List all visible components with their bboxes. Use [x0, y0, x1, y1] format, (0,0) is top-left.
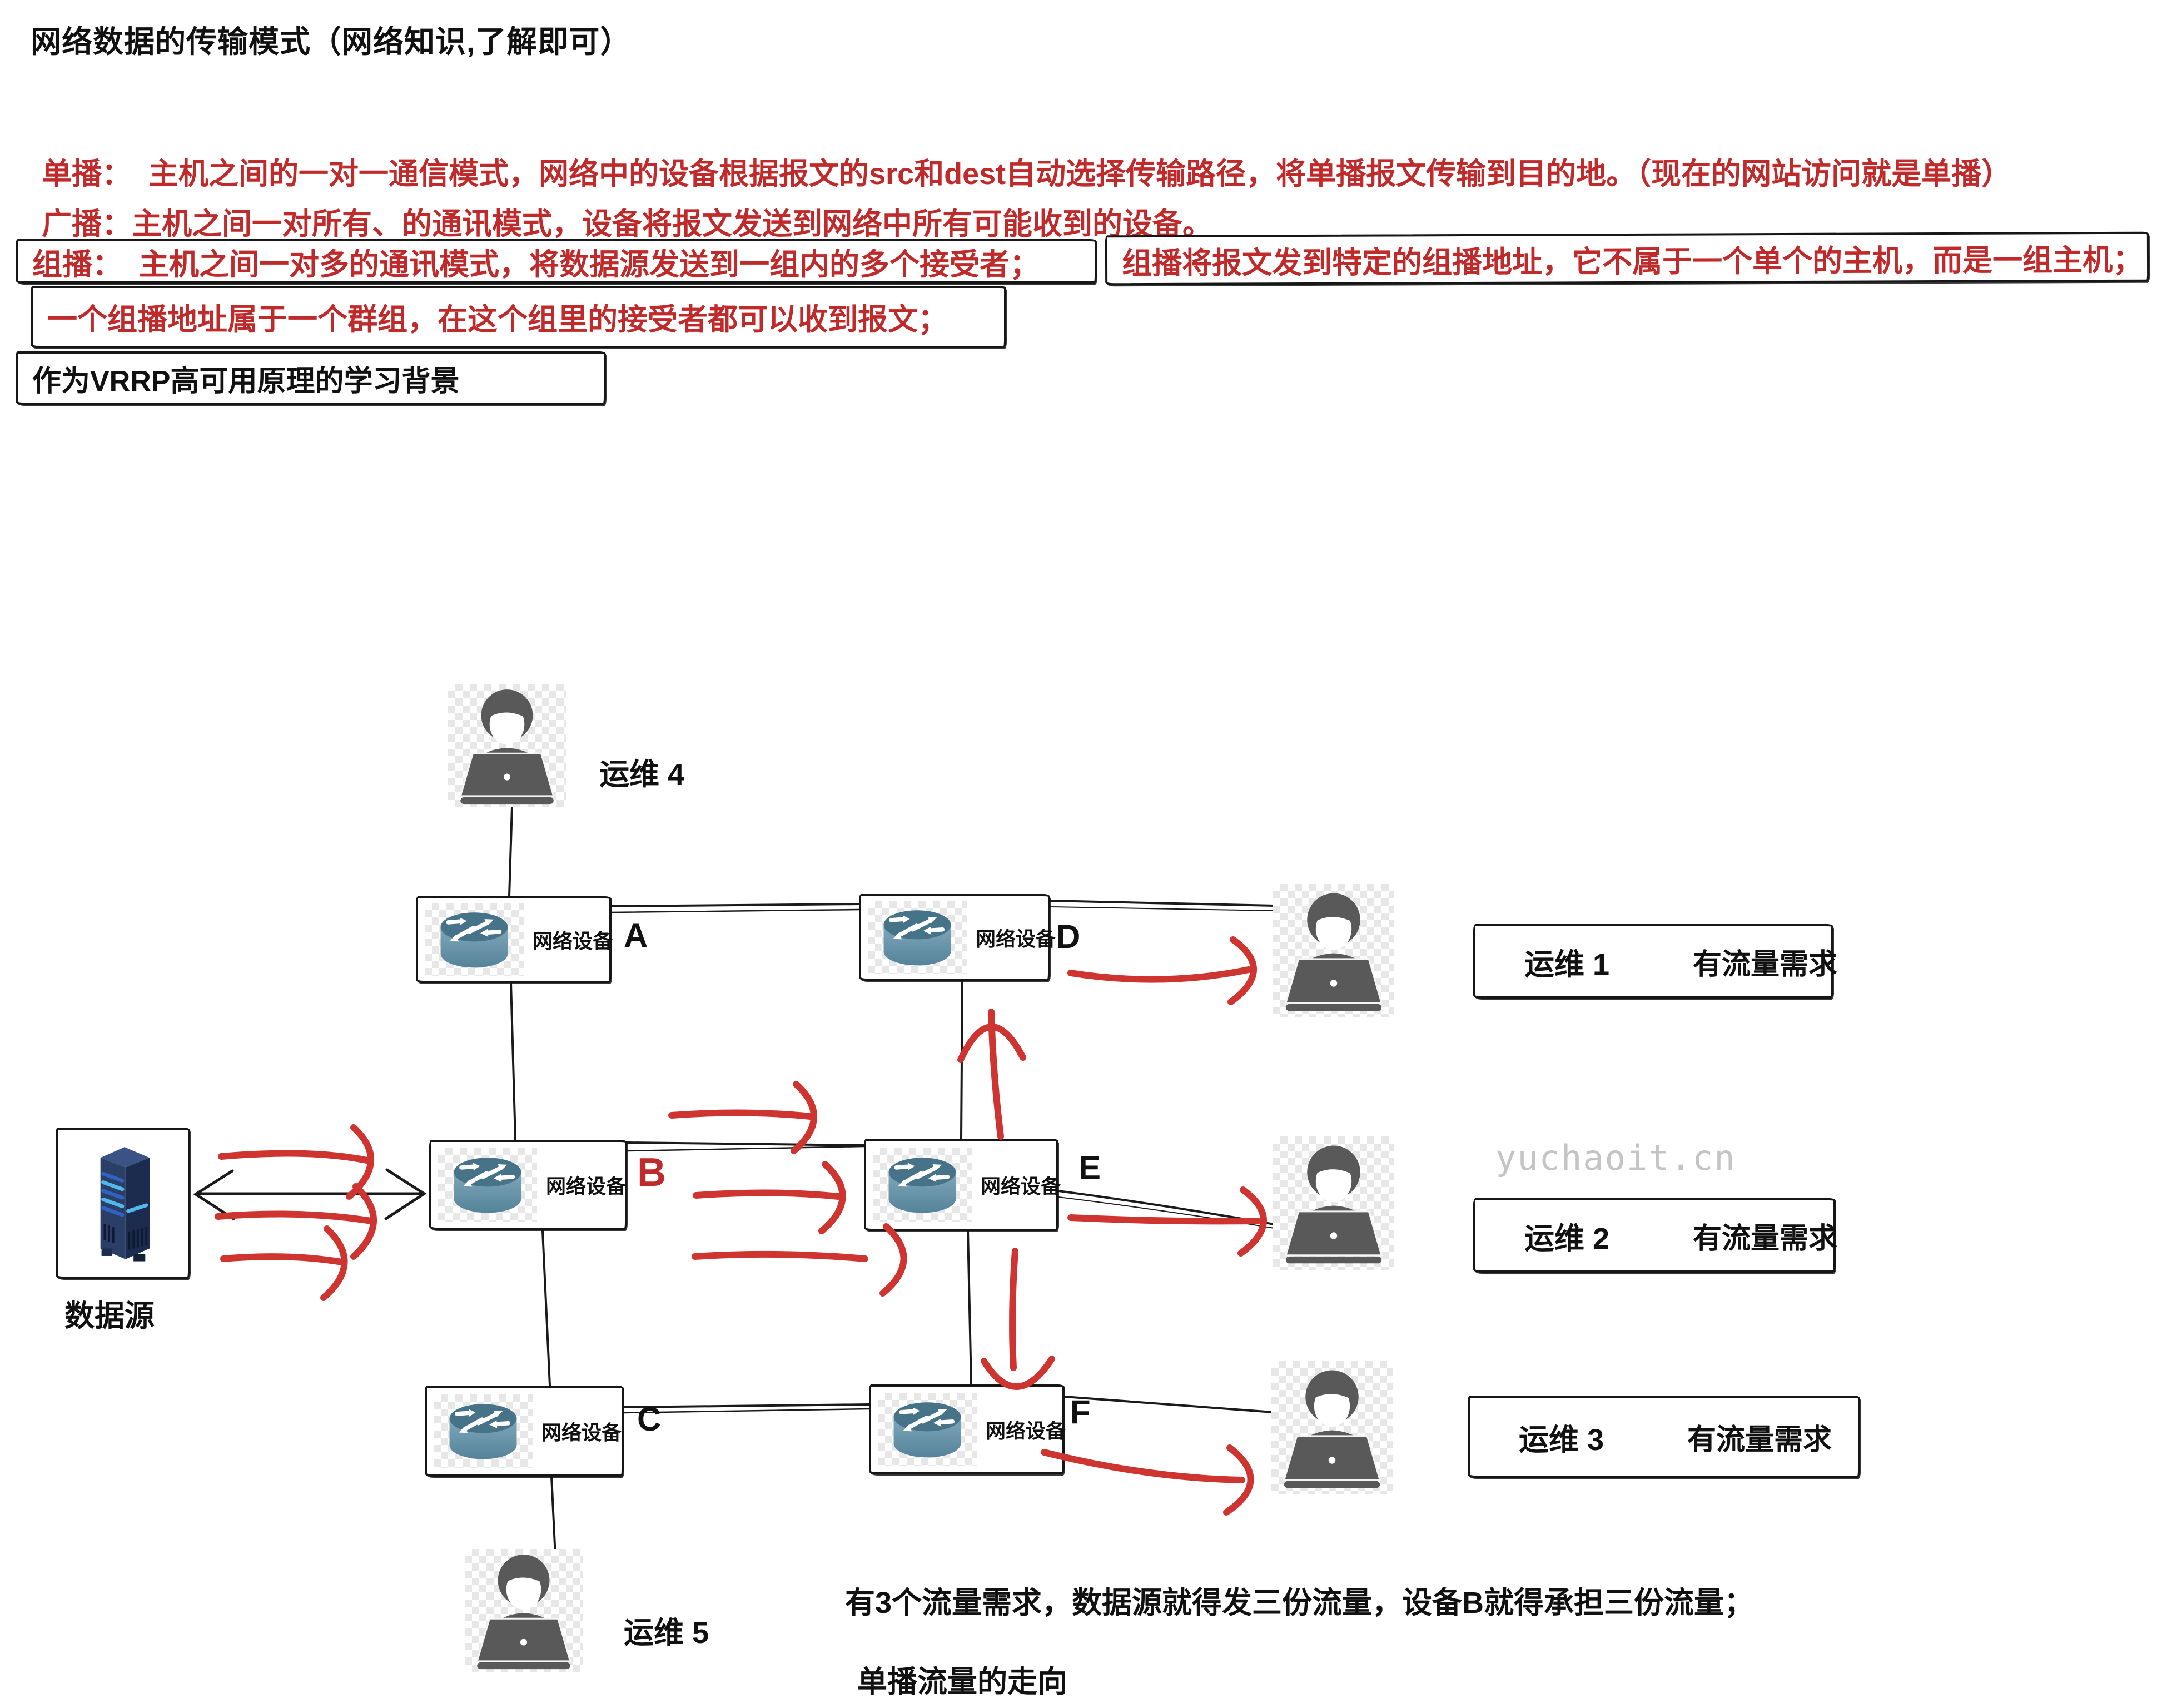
device-e-name: 网络设备: [981, 1175, 1061, 1198]
device-f-name: 网络设备: [986, 1419, 1066, 1442]
device-b-letter: B: [637, 1150, 666, 1195]
operator-2-icon: [1273, 1136, 1394, 1270]
device-box-e: 网络设备: [864, 1139, 1061, 1231]
device-e-letter: E: [1078, 1149, 1101, 1186]
operator-3-demand-box: 运维 3 有流量需求: [1468, 1396, 1860, 1478]
router-icon: [434, 1394, 533, 1468]
device-a-letter: A: [624, 917, 648, 954]
note-vrrp-box: 作为VRRP高可用原理的学习背景: [16, 351, 606, 405]
page-title: 网络数据的传输模式（网络知识,了解即可）: [31, 24, 632, 59]
operator-1-demand-box: 运维 1 有流量需求: [1473, 924, 1837, 999]
router-icon: [868, 901, 967, 974]
note-unicast: 单播： 主机之间的一对一通信模式，网络中的设备根据报文的src和dest自动选择…: [42, 157, 2012, 191]
operator-5-icon: [465, 1549, 583, 1672]
operator-2-demand: 有流量需求: [1693, 1222, 1838, 1255]
device-box-b: 网络设备: [429, 1140, 627, 1230]
operator-1-name: 运维 1: [1524, 947, 1610, 981]
note-vrrp-text: 作为VRRP高可用原理的学习背景: [32, 365, 460, 398]
device-a-name: 网络设备: [533, 930, 613, 952]
device-box-d: 网络设备: [859, 894, 1056, 981]
device-f-letter: F: [1070, 1393, 1091, 1431]
person-at-laptop-icon: [465, 1547, 583, 1674]
note-multicast-box-right: 组播将报文发到特定的组播地址，它不属于一个单个的主机，而是一组主机；: [1105, 231, 2150, 286]
note-multicast-line2-text: 一个组播地址属于一个群组，在这个组里的接受者都可以收到报文；: [47, 303, 948, 336]
note-multicast-right-text: 组播将报文发到特定的组播地址，它不属于一个单个的主机，而是一组主机；: [1121, 243, 2143, 280]
device-box-a: 网络设备: [416, 896, 613, 983]
device-box-c: 网络设备: [425, 1386, 624, 1477]
router-icon: [438, 1148, 537, 1222]
operator-1-icon: [1273, 884, 1394, 1017]
operator-4-icon: [448, 684, 566, 807]
operator-2-demand-box: 运维 2 有流量需求: [1473, 1198, 1838, 1273]
person-at-laptop-icon: [1273, 1138, 1394, 1268]
operator-1-demand: 有流量需求: [1693, 948, 1838, 981]
person-at-laptop-icon: [1273, 885, 1394, 1016]
data-source-box: [56, 1128, 190, 1279]
device-d-name: 网络设备: [976, 927, 1056, 950]
device-c-letter: C: [637, 1401, 662, 1438]
note-multicast-left-text: 组播： 主机之间一对多的通讯模式，将数据源发送到一组内的多个接受者；: [32, 247, 1040, 281]
device-d-letter: D: [1056, 918, 1081, 955]
note-broadcast: 广播：主机之间一对所有、的通讯模式，设备将报文发送到网络中所有可能收到的设备。: [42, 207, 1212, 241]
person-at-laptop-icon: [448, 682, 566, 809]
router-icon: [878, 1393, 977, 1466]
person-at-laptop-icon: [1271, 1362, 1393, 1493]
operator-4-label: 运维 4: [599, 758, 685, 791]
footer-line1: 有3个流量需求，数据源就得发三份流量，设备B就得承担三份流量；: [845, 1586, 1755, 1620]
router-icon: [873, 1148, 972, 1222]
watermark: yuchaoit.cn: [1495, 1138, 1736, 1178]
operator-5-label: 运维 5: [624, 1616, 709, 1650]
operator-3-demand: 有流量需求: [1687, 1423, 1832, 1456]
footer-line2: 单播流量的走向: [857, 1665, 1067, 1699]
router-icon: [425, 903, 524, 976]
note-multicast-box-left: 组播： 主机之间一对多的通讯模式，将数据源发送到一组内的多个接受者；: [16, 239, 1097, 284]
device-c-name: 网络设备: [541, 1421, 622, 1444]
operator-3-name: 运维 3: [1519, 1423, 1604, 1457]
device-b-name: 网络设备: [546, 1175, 627, 1198]
operator-3-icon: [1271, 1361, 1393, 1494]
data-source-label: 数据源: [64, 1299, 155, 1333]
operator-2-name: 运维 2: [1524, 1222, 1610, 1255]
device-box-f: 网络设备: [869, 1384, 1066, 1474]
note-multicast-box-line2: 一个组播地址属于一个群组，在这个组里的接受者都可以收到报文；: [31, 286, 1006, 348]
server-icon: [67, 1135, 178, 1272]
